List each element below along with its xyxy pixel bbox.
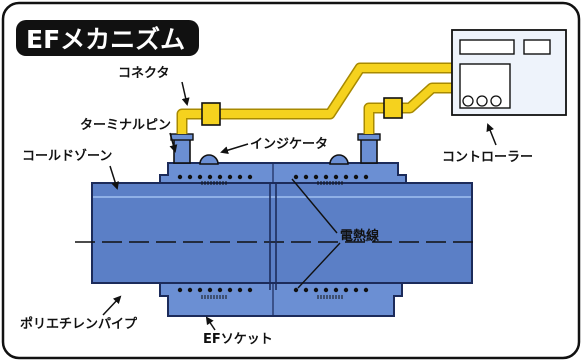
terminal-pin-left-cap [170,133,194,141]
label-heating-wire: 電熱線 [340,228,380,244]
label-cold-zone: コールドゾーン [22,148,112,164]
connector-block-left [201,102,221,126]
round-button-icon [476,95,488,107]
arrow-icon [220,143,249,155]
controller-display [459,39,515,55]
diagram-title: EFメカニズム [26,25,185,54]
arrow-icon [169,132,178,153]
arrow-icon [181,81,190,106]
label-polyethylene-pipe: ポリエチレンパイプ [20,316,138,332]
heating-wire-leader-upper [291,178,338,234]
terminal-pin-right-cap [357,133,381,141]
cable-right [365,84,455,134]
ef-socket-top [159,162,407,184]
controller-indicator-panel [523,39,551,55]
polyethylene-pipe [91,182,473,284]
heating-wire-bottom [177,287,369,293]
arrow-icon [109,165,119,190]
title-pill [16,20,199,56]
indicator-right [329,154,349,165]
terminal-pin-right-post [360,137,378,164]
label-ef-socket: EFソケット [203,332,273,347]
heating-wire-leader-lower [297,242,341,289]
cold-zone-hatch-top [201,181,343,185]
label-terminal-pin: ターミナルピン [80,118,171,133]
label-controller: コントローラー [442,150,533,165]
connector-block-right [383,97,403,119]
label-indicator: インジケータ [250,137,328,152]
arrow-icon [205,316,216,331]
arrow-icon [486,123,497,146]
heating-wire-top [177,174,369,180]
label-connector: コネクタ [118,66,169,81]
cold-zone-hatch-bottom [201,295,343,299]
indicator-left [199,154,219,165]
cable-left [178,64,455,134]
arrow-icon [102,295,122,316]
round-button-icon [490,95,502,107]
round-button-icon [462,95,474,107]
terminal-pin-left-post [173,137,191,164]
